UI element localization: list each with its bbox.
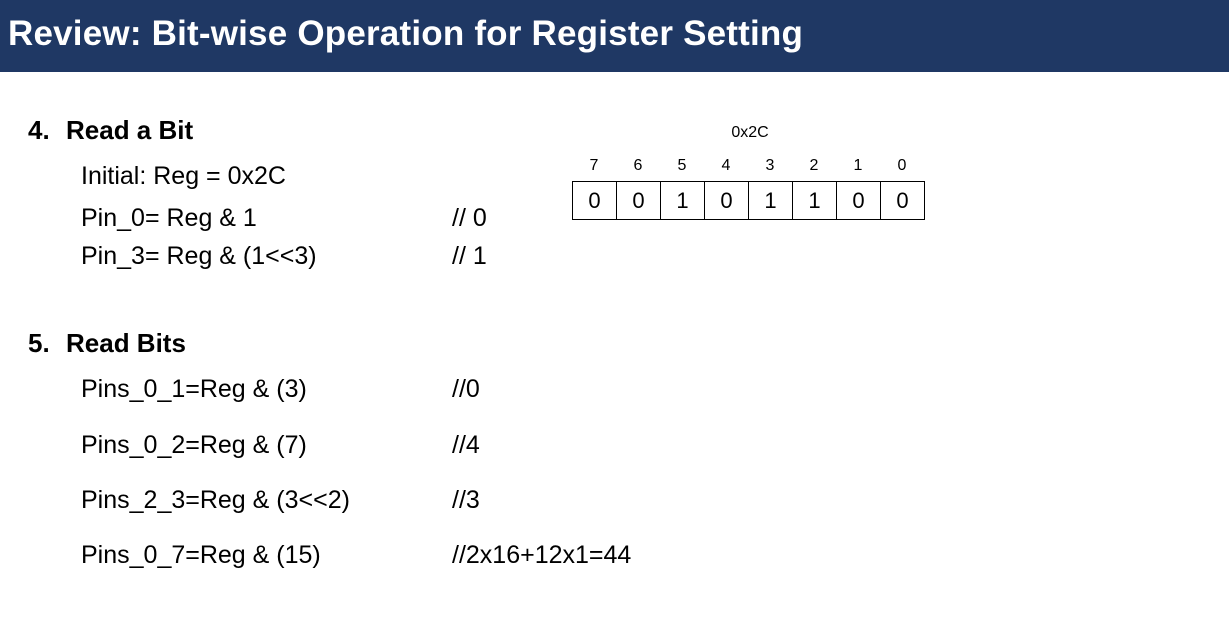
- bit-cell-3: 1: [749, 182, 793, 219]
- section-4-code-line-1: Initial: Reg = 0x2C: [81, 162, 286, 190]
- bit-cell-7: 0: [573, 182, 617, 219]
- section-5-code-line-1: Pins_0_1=Reg & (3): [81, 375, 307, 403]
- section-5-heading: 5. Read Bits: [28, 328, 186, 359]
- section-5-comment-line-4: //2x16+12x1=44: [452, 541, 632, 569]
- slide-title: Review: Bit-wise Operation for Register …: [8, 14, 804, 53]
- bit-cell-6: 0: [617, 182, 661, 219]
- bit-cell-2: 1: [793, 182, 837, 219]
- bit-index-7: 7: [589, 157, 599, 174]
- bit-index-4: 4: [721, 157, 731, 174]
- bit-cell-4: 0: [705, 182, 749, 219]
- section-5-number: 5.: [28, 328, 50, 358]
- bit-index-2: 2: [809, 157, 819, 174]
- section-5-title: Read Bits: [66, 328, 186, 358]
- section-5-comment-line-1: //0: [452, 375, 480, 403]
- bit-index-3: 3: [765, 157, 775, 174]
- bit-index-5: 5: [677, 157, 687, 174]
- title-bar: Review: Bit-wise Operation for Register …: [0, 0, 1229, 72]
- bit-index-6: 6: [633, 157, 643, 174]
- section-5-comment-line-3: //3: [452, 486, 480, 514]
- section-4-code-line-2: Pin_0= Reg & 1: [81, 204, 257, 232]
- section-4-comment-line-2: // 0: [452, 204, 487, 232]
- bit-index-0: 0: [897, 157, 907, 174]
- section-5-code-line-3: Pins_2_3=Reg & (3<<2): [81, 486, 350, 514]
- bit-cell-1: 0: [837, 182, 881, 219]
- section-5-comment-line-2: //4: [452, 431, 480, 459]
- section-5-code-line-4: Pins_0_7=Reg & (15): [81, 541, 321, 569]
- bit-index-1: 1: [853, 157, 863, 174]
- section-5-code-line-2: Pins_0_2=Reg & (7): [81, 431, 307, 459]
- section-4-title: Read a Bit: [66, 115, 194, 145]
- section-4-heading: 4. Read a Bit: [28, 115, 193, 146]
- bit-cell-0: 0: [881, 182, 925, 219]
- section-4-code-line-3: Pin_3= Reg & (1<<3): [81, 242, 317, 270]
- section-4-comment-line-3: // 1: [452, 242, 487, 270]
- section-4-number: 4.: [28, 115, 50, 145]
- register-bit-row: 0 0 1 0 1 1 0 0: [572, 181, 925, 220]
- bit-cell-5: 1: [661, 182, 705, 219]
- register-caption: 0x2C: [731, 124, 769, 141]
